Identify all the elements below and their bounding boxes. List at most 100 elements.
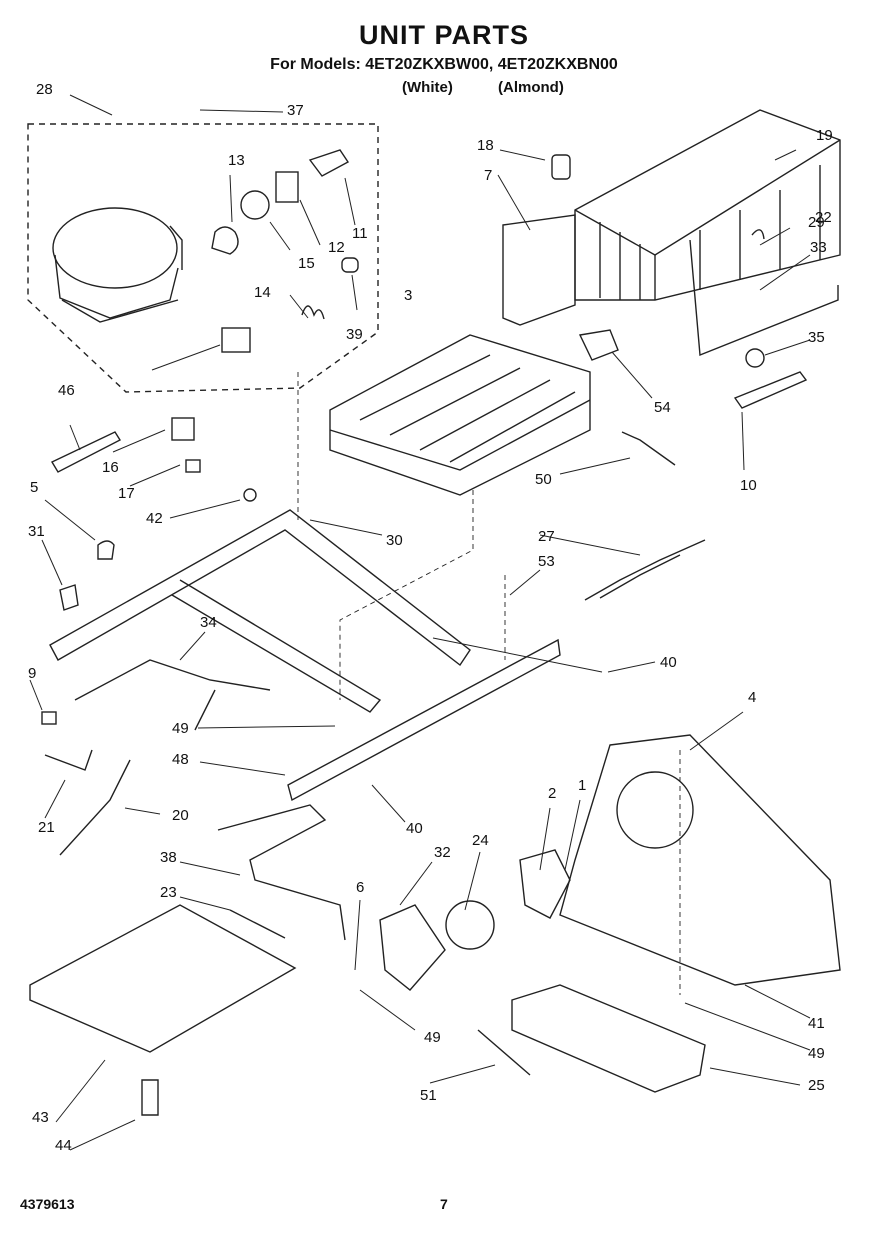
callout-34: 34 bbox=[200, 614, 217, 631]
grommet-part bbox=[341, 257, 359, 273]
part-46 bbox=[51, 431, 121, 473]
callout-51: 51 bbox=[420, 1087, 437, 1104]
callout-3: 3 bbox=[404, 287, 412, 304]
relay-part bbox=[240, 190, 270, 220]
evaporator-drawing bbox=[329, 334, 591, 496]
page-number: 7 bbox=[440, 1196, 448, 1212]
part-19 bbox=[185, 459, 201, 473]
callout-1: 1 bbox=[578, 777, 586, 794]
tube-20 bbox=[59, 759, 131, 856]
terminal-cover-part bbox=[275, 171, 299, 203]
callout-44: 44 bbox=[55, 1137, 72, 1154]
part-5 bbox=[97, 540, 115, 560]
drier-27 bbox=[584, 539, 706, 601]
condenser-bracket bbox=[502, 214, 576, 326]
callout-labels: 1234567910111213141516171819202122232425… bbox=[28, 81, 833, 1154]
callout-6: 6 bbox=[356, 879, 364, 896]
bracket-part bbox=[308, 149, 350, 177]
clip-29 bbox=[751, 229, 765, 240]
motor-bracket-32 bbox=[379, 904, 446, 991]
tube-21 bbox=[44, 749, 93, 771]
pan-43 bbox=[29, 904, 297, 1053]
callout-10: 10 bbox=[740, 477, 757, 494]
fan-motor-24 bbox=[445, 900, 495, 950]
callout-11: 11 bbox=[352, 225, 368, 242]
callout-40: 40 bbox=[406, 820, 423, 837]
drain-pan-25 bbox=[511, 984, 706, 1093]
callout-7: 7 bbox=[484, 167, 492, 184]
callout-2: 2 bbox=[548, 785, 556, 802]
color-white-label: (White) bbox=[402, 79, 453, 96]
callout-31: 31 bbox=[28, 523, 45, 540]
compressor-drawing bbox=[52, 207, 183, 323]
callout-15: 15 bbox=[298, 255, 315, 272]
sensor-10 bbox=[733, 371, 808, 409]
part-54 bbox=[578, 329, 619, 361]
callout-41: 41 bbox=[808, 1015, 825, 1032]
callout-29: 29 bbox=[808, 214, 825, 231]
callout-5: 5 bbox=[30, 479, 38, 496]
callout-28: 28 bbox=[36, 81, 53, 98]
callout-23: 23 bbox=[160, 884, 177, 901]
callout-49: 49 bbox=[172, 720, 189, 737]
compressor-group-outline bbox=[27, 123, 379, 393]
condenser-drawing bbox=[574, 109, 841, 301]
part-31 bbox=[59, 584, 79, 611]
callout-35: 35 bbox=[808, 329, 825, 346]
callout-46: 46 bbox=[58, 382, 75, 399]
grommet-35 bbox=[745, 348, 765, 368]
callout-24: 24 bbox=[472, 832, 489, 849]
overload-part bbox=[211, 226, 239, 255]
callout-19: 19 bbox=[816, 127, 833, 144]
callout-20: 20 bbox=[172, 807, 189, 824]
callout-25: 25 bbox=[808, 1077, 825, 1094]
models-line: For Models: 4ET20ZKXBW00, 4ET20ZKXBN00 bbox=[270, 56, 618, 73]
callout-37: 37 bbox=[287, 102, 304, 119]
callout-49: 49 bbox=[808, 1045, 825, 1062]
part-16 bbox=[171, 417, 195, 441]
callout-9: 9 bbox=[28, 665, 36, 682]
hose-51 bbox=[477, 1029, 531, 1076]
spring-44 bbox=[141, 1079, 159, 1116]
callout-39: 39 bbox=[346, 326, 363, 343]
screw-42 bbox=[243, 488, 257, 502]
callout-4: 4 bbox=[748, 689, 756, 706]
callout-30: 30 bbox=[386, 532, 403, 549]
color-almond-label: (Almond) bbox=[498, 79, 564, 96]
page-title: UNIT PARTS bbox=[359, 20, 529, 50]
document-number: 4379613 bbox=[20, 1196, 75, 1212]
callout-43: 43 bbox=[32, 1109, 49, 1126]
bracket-17-part bbox=[221, 327, 251, 353]
callout-27: 27 bbox=[538, 528, 555, 545]
callout-48: 48 bbox=[172, 751, 189, 768]
frame-rail-30 bbox=[49, 509, 471, 667]
fan-shroud-1 bbox=[559, 734, 841, 986]
fan-opening bbox=[616, 771, 694, 849]
callout-33: 33 bbox=[810, 239, 827, 256]
callout-53: 53 bbox=[538, 553, 555, 570]
tube-38 bbox=[217, 804, 346, 941]
callout-42: 42 bbox=[146, 510, 163, 527]
callout-13: 13 bbox=[228, 152, 245, 169]
callout-14: 14 bbox=[254, 284, 271, 301]
callout-49: 49 bbox=[424, 1029, 441, 1046]
fan-blade-2 bbox=[519, 849, 571, 919]
callout-54: 54 bbox=[654, 399, 671, 416]
callout-18: 18 bbox=[477, 137, 494, 154]
grommet-18 bbox=[551, 154, 571, 180]
callout-32: 32 bbox=[434, 844, 451, 861]
clip-part bbox=[301, 305, 325, 320]
callout-17: 17 bbox=[118, 485, 135, 502]
part-9 bbox=[41, 711, 57, 725]
callout-22: 22 bbox=[815, 209, 832, 226]
tube-34 bbox=[74, 659, 271, 731]
callout-40: 40 bbox=[660, 654, 677, 671]
frame-rail-48 bbox=[287, 638, 561, 802]
tube-23 bbox=[229, 909, 286, 939]
callout-21: 21 bbox=[38, 819, 55, 836]
callout-12: 12 bbox=[328, 239, 345, 256]
clip-50 bbox=[621, 431, 676, 466]
callout-50: 50 bbox=[535, 471, 552, 488]
callout-16: 16 bbox=[102, 459, 119, 476]
